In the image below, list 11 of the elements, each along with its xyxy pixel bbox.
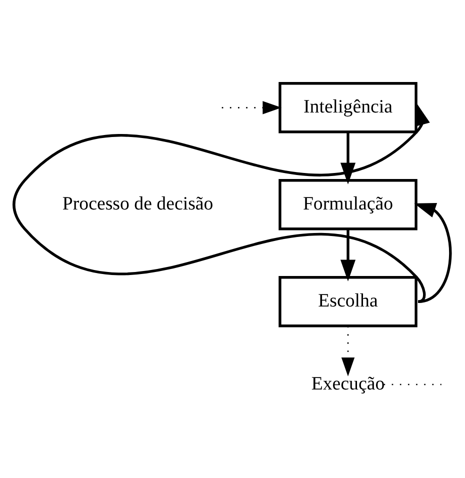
node-box: Formulação	[278, 179, 418, 230]
node-text: Execução	[311, 373, 385, 394]
arrow	[13, 104, 430, 303]
node-box: Inteligência	[278, 82, 418, 134]
arrow	[341, 326, 355, 376]
node-box: Escolha	[278, 276, 418, 328]
arrow	[222, 101, 282, 114]
arrow	[414, 203, 452, 303]
arrow	[340, 132, 356, 184]
label: Processo de decisão	[62, 194, 214, 215]
arrow	[340, 229, 356, 282]
